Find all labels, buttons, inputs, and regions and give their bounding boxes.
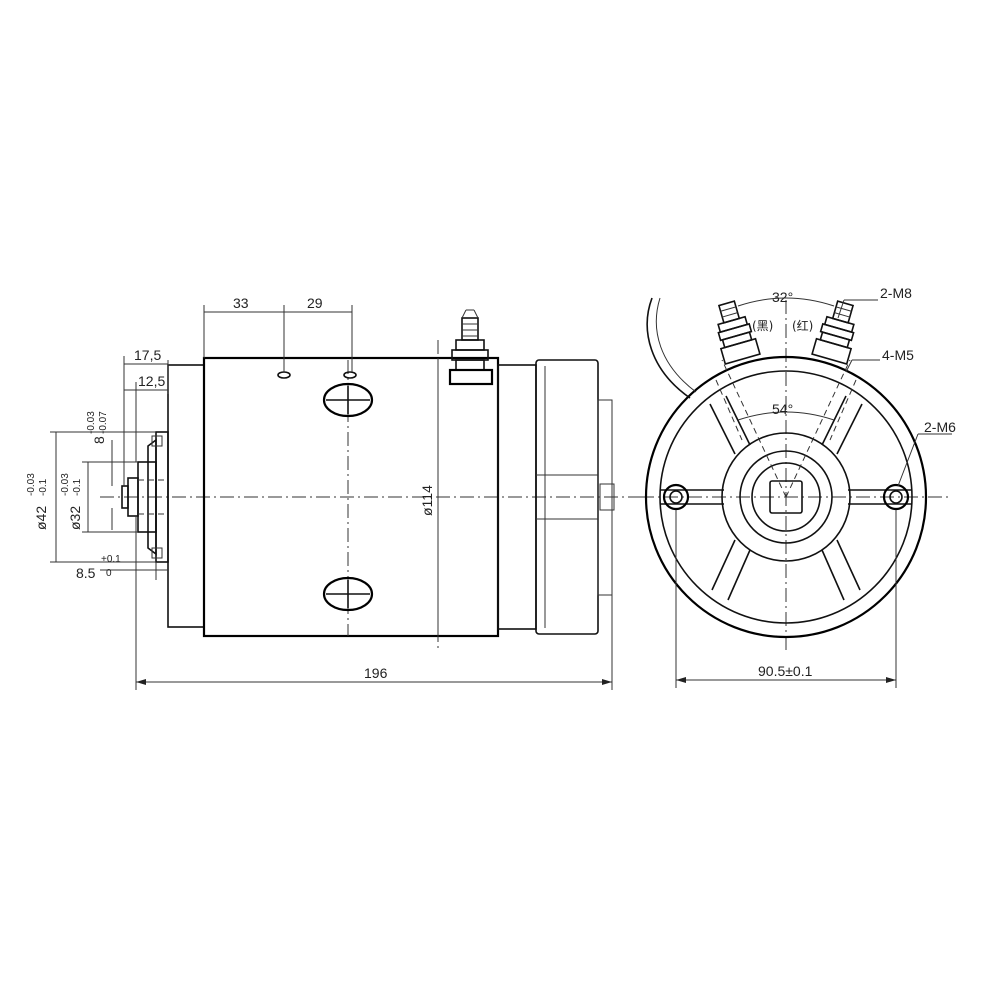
terminal-red-label: (红): [792, 318, 813, 333]
dim-32-tol-lower: -0.1: [72, 478, 83, 496]
dim-42-tol-lower: -0.1: [38, 478, 49, 496]
cable-inner: [655, 297, 697, 393]
front-flange: [167, 364, 205, 628]
hub-outer-circle: [721, 432, 851, 562]
mount-hole-2: [343, 371, 357, 379]
terminal-black: [717, 300, 761, 366]
dim-90-5: 90.5±0.1: [758, 663, 813, 679]
label-2m6: 2-M6: [924, 419, 956, 435]
brush-slot-bottom: [322, 576, 374, 612]
hub-inner-circle: [751, 462, 821, 532]
arc-54: [737, 411, 835, 421]
dim-8-5: 8.5: [76, 565, 96, 581]
terminal-black-label: (黑): [752, 319, 773, 333]
dim-8-5-tol-upper: +0.1: [101, 554, 121, 565]
dim-8-tol-upper: -0.03: [86, 411, 97, 434]
cable: [646, 297, 691, 399]
dim-12-5: 12,5: [138, 373, 165, 389]
label-2m8: 2-M8: [880, 285, 912, 301]
rear-shaft-stub: [599, 483, 615, 511]
side-view: 33 29 17,5 12,5 ø42 -0.03 -0.1 ø32 -0.03…: [26, 295, 640, 690]
arrow-196-left: [136, 679, 146, 685]
mount-hole-right: [882, 483, 910, 511]
terminal-stud-side: [448, 309, 494, 386]
end-view: 32° 54° (黑) (红) 2-M8 4-M5 2-M6 90.5±0.1: [640, 285, 956, 688]
shaft-square: [769, 480, 803, 514]
dim-32: ø32: [67, 506, 83, 530]
dim-8: 8: [91, 436, 107, 444]
inner-housing-circle: [659, 370, 913, 624]
arrow-90-5-right: [886, 677, 896, 683]
angle-ray-left: [721, 359, 787, 498]
dim-8-tol-lower: -0.07: [98, 411, 109, 434]
dim-42-tol-upper: -0.03: [26, 473, 37, 496]
arrow-90-5-left: [676, 677, 686, 683]
angle-32: 32°: [772, 289, 793, 305]
dim-17-5: 17,5: [134, 347, 161, 363]
label-4m5: 4-M5: [882, 347, 914, 363]
front-shaft-assembly: [121, 431, 169, 563]
end-cover-rim: [597, 399, 613, 596]
dim-32-tol-upper: -0.03: [60, 473, 71, 496]
brush-slot-top: [322, 382, 374, 418]
angle-54: 54°: [772, 401, 793, 417]
dim-196: 196: [364, 665, 388, 681]
terminal-red: [811, 300, 855, 366]
dim-8-5-tol-lower: 0: [106, 568, 112, 579]
mount-hole-1: [277, 371, 291, 379]
outer-housing-circle: [644, 355, 928, 639]
dim-42: ø42: [33, 506, 49, 530]
arrow-196-right: [602, 679, 612, 685]
dim-33: 33: [233, 295, 249, 311]
mount-hole-left: [662, 483, 690, 511]
arc-32: [737, 297, 835, 307]
dim-29: 29: [307, 295, 323, 311]
dim-114: ø114: [419, 485, 435, 516]
m5-ray-left: [715, 379, 743, 441]
hub-middle-circle: [739, 450, 833, 544]
m5-ray-right: [829, 379, 857, 441]
angle-ray-right: [785, 359, 851, 498]
spokes: [660, 395, 912, 601]
